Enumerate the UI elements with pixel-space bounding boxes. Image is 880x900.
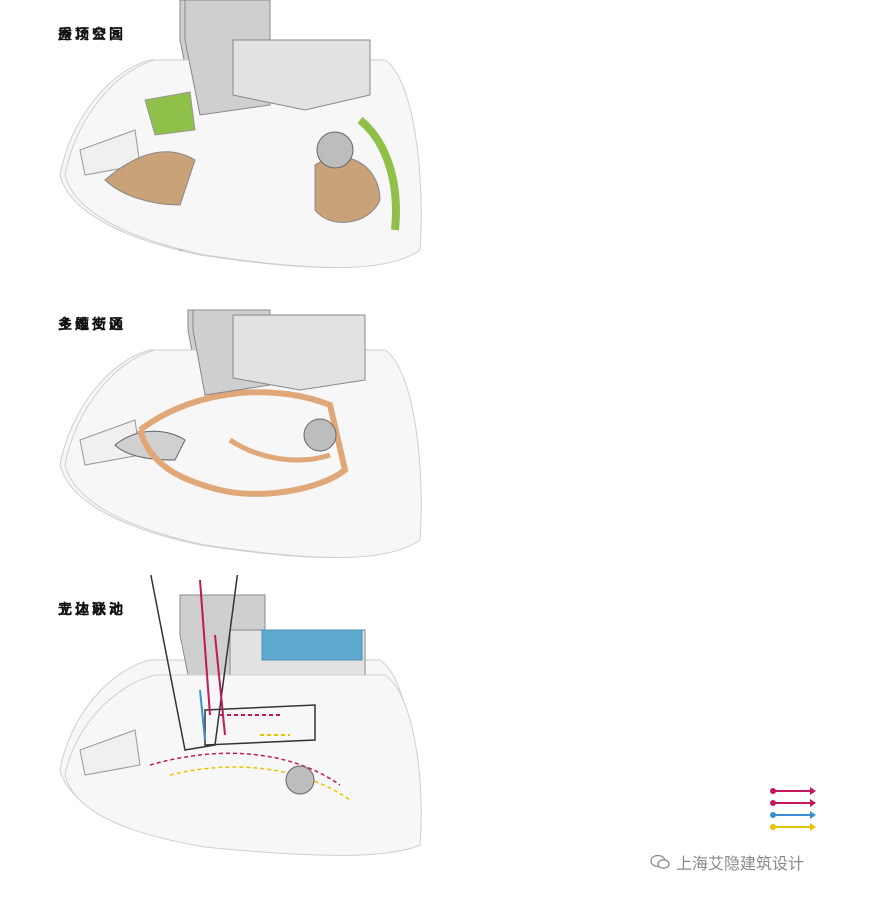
panel-show-space: 秀场空间 [0,0,430,285]
panel-title: 主题街区 [58,317,126,333]
watermark-text: 上海艾隐建筑设计 [676,854,805,873]
panel-multi-traffic: 多维交通 [0,290,430,575]
panel-title: 秀场空间 [58,27,126,43]
multi-traffic-diagram [64,309,422,558]
legend-line-magenta-2 [770,799,816,807]
legend-line-yellow [770,823,816,831]
legend-line-magenta-1 [770,787,816,795]
3d-linkage-diagram [64,575,422,856]
panel-title: 无边泳池 [58,602,126,618]
route-legend [770,787,816,835]
legend-line-blue [770,811,816,819]
wechat-icon [650,854,670,869]
panel-title: 多维交通 [58,317,126,333]
panel-3d-linkage: 立体联动 [0,575,430,860]
watermark: 上海艾隐建筑设计 [650,850,804,874]
panel-title: 屋顶公园 [58,27,126,43]
panel-title: 立体联动 [58,602,126,618]
show-space-diagram [64,0,422,268]
